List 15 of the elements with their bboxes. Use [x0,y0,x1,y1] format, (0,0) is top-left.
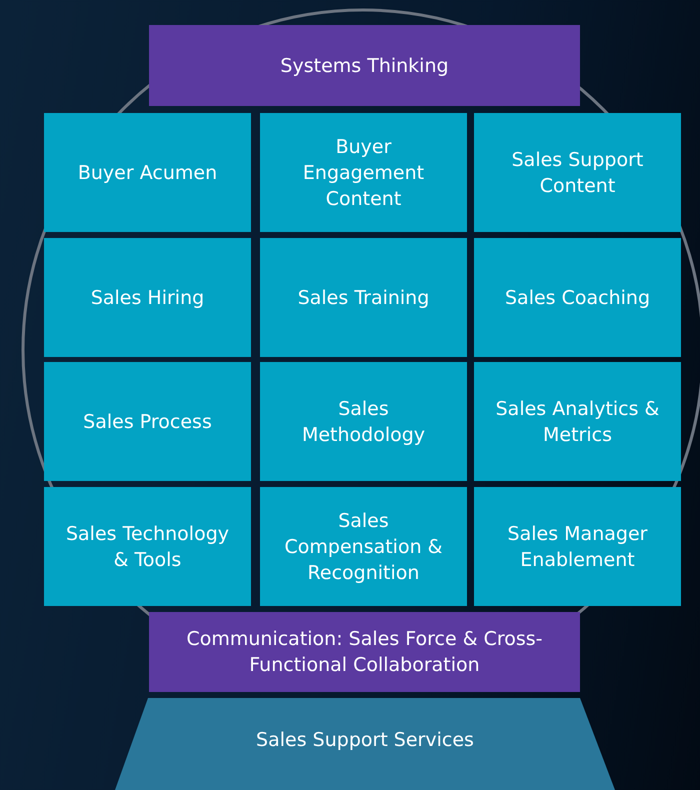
header-bar: Systems Thinking [149,25,580,106]
category-tile: Sales Training [260,238,467,357]
category-tile: Sales Manager Enablement [474,487,681,606]
category-tile: Sales Compensation & Recognition [260,487,467,606]
category-tile: Sales Process [44,362,251,481]
header-bar: Communication: Sales Force & Cross-Functional Collaboration [149,612,580,692]
category-tile: Sales Coaching [474,238,681,357]
category-tile: Sales Hiring [44,238,251,357]
category-tile: Buyer Acumen [44,113,251,232]
category-tile: Buyer Engagement Content [260,113,467,232]
trapezoid-base: Sales Support Services [115,698,615,790]
category-tile: Sales Technology & Tools [44,487,251,606]
category-tile: Sales Methodology [260,362,467,481]
category-tile: Sales Analytics & Metrics [474,362,681,481]
category-tile: Sales Support Content [474,113,681,232]
